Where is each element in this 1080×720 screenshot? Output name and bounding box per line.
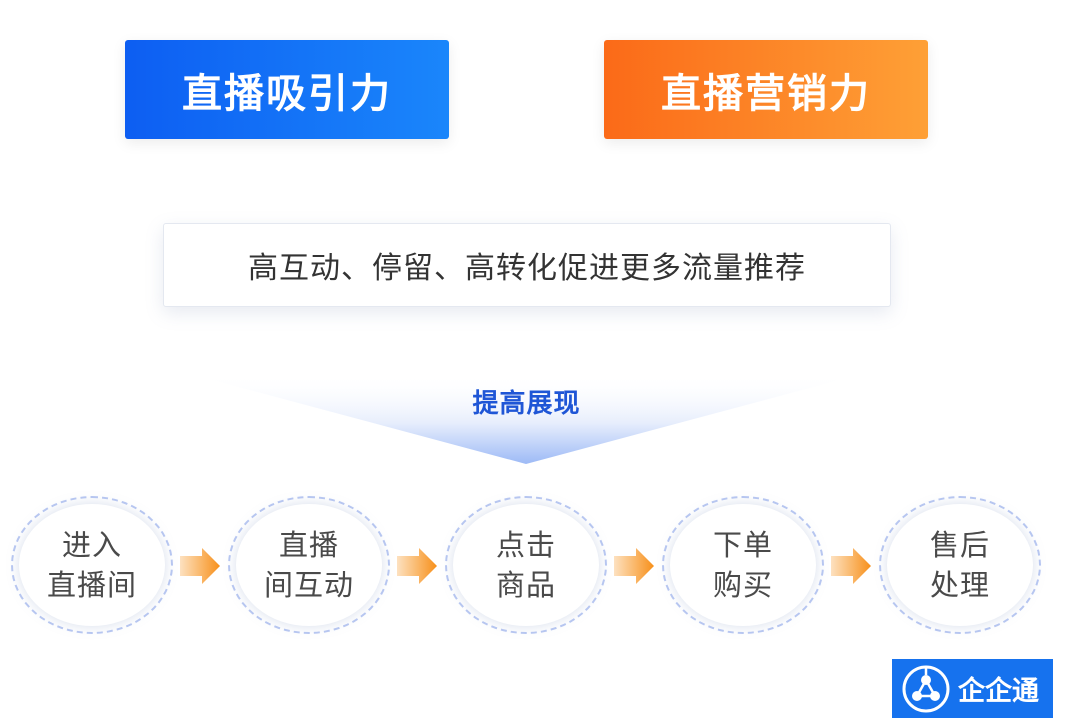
funnel-shape [190, 374, 862, 464]
brand-name: 企企通 [958, 676, 1039, 707]
step-ring [228, 496, 390, 634]
step-line1: 售后 [929, 528, 990, 562]
step-line1: 进入 [61, 528, 122, 562]
network-circle-icon [902, 665, 950, 712]
step-place-order: 下单 购买 [670, 504, 816, 626]
step-line2: 处理 [929, 568, 990, 602]
step-line2: 间互动 [263, 568, 354, 602]
step-enter-live-room: 进入 直播间 [19, 504, 165, 626]
step-ring [445, 496, 607, 634]
process-steps: 进入 直播间 直播 间互动 点击 商品 下单 购买 售后 处理 [0, 490, 1080, 640]
step-line2: 商品 [495, 568, 556, 602]
step-line1: 下单 [712, 528, 773, 562]
brand-logo: 企企通 [892, 659, 1053, 718]
step-ring [879, 496, 1041, 634]
arrow-right-icon [614, 548, 654, 584]
step-line1: 点击 [495, 528, 556, 562]
step-after-sales: 售后 处理 [887, 504, 1033, 626]
step-line1: 直播 [278, 528, 339, 562]
live-marketing-button: 直播营销力 [604, 40, 928, 139]
arrow-right-icon [831, 548, 871, 584]
arrow-right-icon [180, 548, 220, 584]
step-line2: 购买 [712, 568, 773, 602]
step-live-interaction: 直播 间互动 [236, 504, 382, 626]
step-line2: 直播间 [46, 568, 137, 602]
description-text: 高互动、停留、高转化促进更多流量推荐 [248, 251, 806, 286]
live-attraction-button: 直播吸引力 [125, 40, 449, 139]
step-click-product: 点击 商品 [453, 504, 599, 626]
step-ring [11, 496, 173, 634]
arrow-right-icon [397, 548, 437, 584]
funnel-label: 提高展现 [472, 389, 581, 419]
description-box: 高互动、停留、高转化促进更多流量推荐 [163, 223, 891, 307]
step-ring [662, 496, 824, 634]
